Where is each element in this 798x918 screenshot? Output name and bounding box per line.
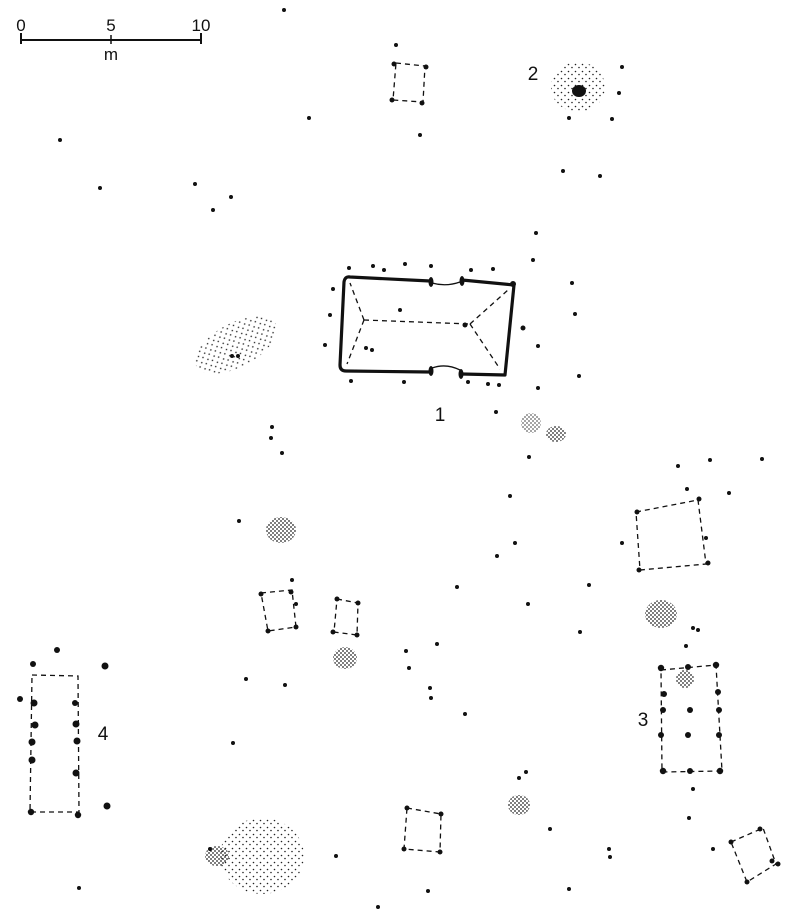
building-1 bbox=[338, 275, 516, 379]
pit-c bbox=[266, 517, 296, 543]
structure-label-4: 4 bbox=[98, 724, 109, 745]
scale-label-10: 10 bbox=[192, 16, 211, 35]
structure-label-3: 3 bbox=[638, 710, 649, 731]
structure-label-1: 1 bbox=[435, 405, 446, 426]
four-post-structure-c bbox=[260, 589, 297, 632]
four-post-structure-e bbox=[403, 807, 442, 853]
pit-d bbox=[645, 600, 677, 628]
scale-bar: 0 5 10 m bbox=[16, 16, 210, 64]
post-structures bbox=[29, 62, 777, 883]
pit-large-south bbox=[220, 818, 304, 894]
building-1-wall-left bbox=[338, 275, 431, 374]
feature-2-core bbox=[572, 85, 586, 97]
building-4-outline bbox=[29, 674, 80, 813]
pit-e bbox=[333, 647, 357, 669]
pit-large-west bbox=[194, 316, 278, 374]
four-post-structure-b bbox=[635, 499, 707, 571]
building-1-wall-right bbox=[461, 278, 516, 377]
building-3-posts bbox=[657, 661, 724, 775]
building-4-posts bbox=[17, 647, 111, 819]
scale-label-0: 0 bbox=[16, 16, 25, 35]
building-1-entrance-north bbox=[431, 281, 461, 286]
scattered-postholes bbox=[58, 8, 781, 909]
four-post-structure-f bbox=[730, 827, 777, 883]
building-1-door-posts bbox=[428, 276, 516, 379]
pit-small-a bbox=[521, 413, 541, 433]
four-post-structure-a bbox=[392, 62, 426, 103]
feature-2 bbox=[551, 62, 605, 112]
pit-small-b bbox=[546, 426, 566, 442]
building-1-entrance-south bbox=[431, 365, 461, 371]
structure-label-2: 2 bbox=[528, 64, 539, 85]
pit-dark-south bbox=[205, 846, 229, 866]
scale-label-5: 5 bbox=[106, 16, 115, 35]
building-3-outline bbox=[660, 664, 723, 773]
pit-g bbox=[508, 795, 530, 815]
pit-f bbox=[676, 670, 694, 688]
pits bbox=[194, 316, 694, 894]
building-1-roof-lines bbox=[346, 282, 509, 370]
four-post-structure-d bbox=[333, 598, 359, 636]
scale-unit-label: m bbox=[104, 45, 118, 64]
